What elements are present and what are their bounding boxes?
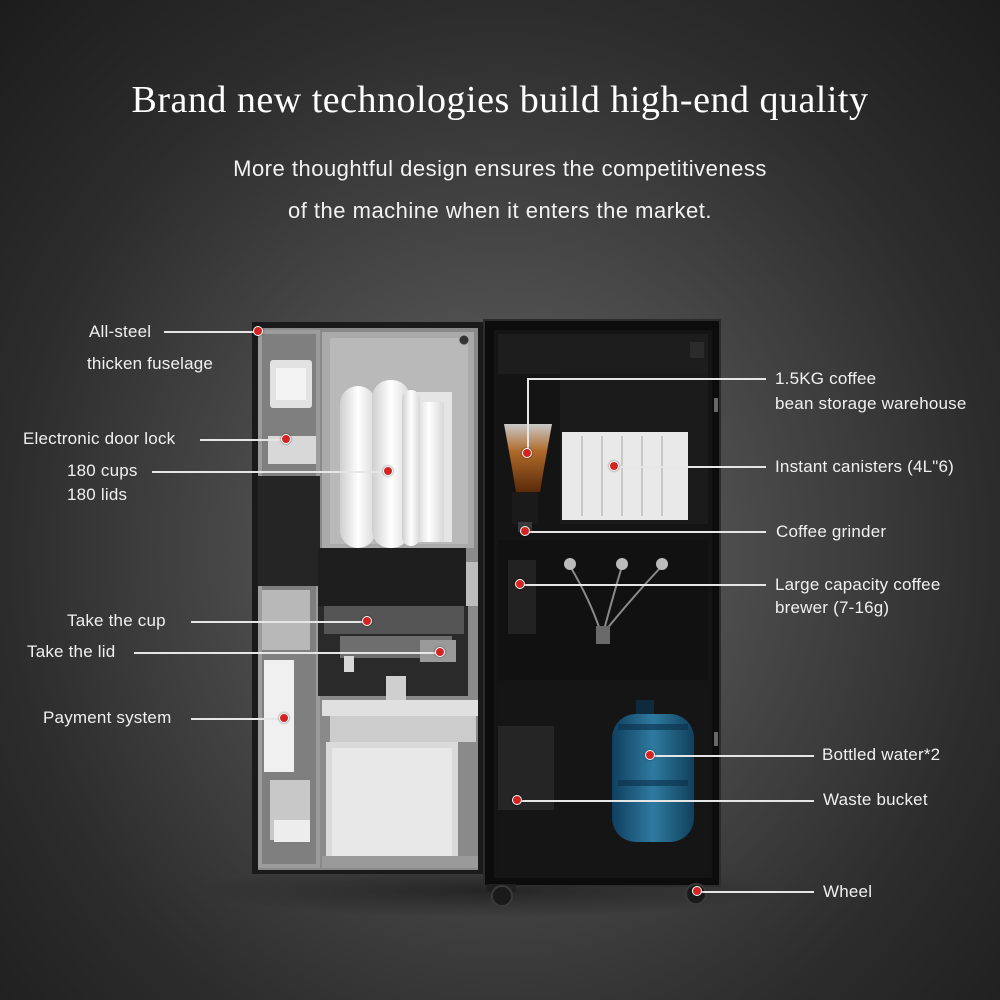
- callout-take-lid: Take the lid: [27, 642, 116, 661]
- marker-take-cup[interactable]: [362, 616, 372, 626]
- leader-line-payment: [191, 718, 284, 720]
- leader-line-water: [650, 755, 814, 757]
- leader-line-door-lock: [200, 439, 286, 441]
- leader-line-take-lid: [134, 652, 440, 654]
- headline: Brand new technologies build high-end qu…: [131, 79, 869, 121]
- marker-wheel[interactable]: [692, 886, 702, 896]
- leader-line-brewer: [520, 584, 766, 586]
- marker-brewer[interactable]: [515, 579, 525, 589]
- leader-line-waste: [517, 800, 814, 802]
- marker-canisters[interactable]: [609, 461, 619, 471]
- callout-brewer-line1: Large capacity coffee: [775, 575, 941, 594]
- callout-bean-line1: 1.5KG coffee: [775, 369, 877, 388]
- marker-door-lock[interactable]: [281, 434, 291, 444]
- leader-line-cups: [152, 471, 388, 473]
- marker-waste[interactable]: [512, 795, 522, 805]
- callout-cups-line1: 180 cups: [67, 461, 138, 480]
- marker-water[interactable]: [645, 750, 655, 760]
- callout-canisters: Instant canisters (4L"6): [775, 457, 955, 476]
- leader-line-all-steel: [164, 331, 258, 333]
- leader-line-bean-h: [527, 378, 766, 380]
- callout-water: Bottled water*2: [822, 745, 941, 764]
- callout-waste: Waste bucket: [823, 790, 928, 809]
- callout-all-steel-line2: thicken fuselage: [87, 354, 214, 373]
- marker-grinder[interactable]: [520, 526, 530, 536]
- marker-take-lid[interactable]: [435, 647, 445, 657]
- leader-line-bean-v: [527, 378, 529, 452]
- marker-cups[interactable]: [383, 466, 393, 476]
- leader-line-grinder: [525, 531, 766, 533]
- leader-line-wheel: [697, 891, 814, 893]
- callout-take-cup: Take the cup: [67, 611, 166, 630]
- callout-door-lock: Electronic door lock: [23, 429, 176, 448]
- subtitle-line-2: of the machine when it enters the market…: [287, 198, 713, 223]
- callout-brewer-line2: brewer (7-16g): [775, 598, 890, 617]
- marker-bean[interactable]: [522, 448, 532, 458]
- callout-grinder: Coffee grinder: [776, 522, 887, 541]
- leader-line-take-cup: [191, 621, 367, 623]
- marker-all-steel[interactable]: [253, 326, 263, 336]
- callout-all-steel-line1: All-steel: [89, 322, 152, 341]
- callout-cups-line2: 180 lids: [67, 485, 128, 504]
- callout-bean-line2: bean storage warehouse: [775, 394, 967, 413]
- marker-payment[interactable]: [279, 713, 289, 723]
- callout-wheel: Wheel: [823, 882, 873, 901]
- callout-payment: Payment system: [43, 708, 172, 727]
- leader-line-canisters: [614, 466, 766, 468]
- subtitle-line-1: More thoughtful design ensures the compe…: [233, 156, 767, 181]
